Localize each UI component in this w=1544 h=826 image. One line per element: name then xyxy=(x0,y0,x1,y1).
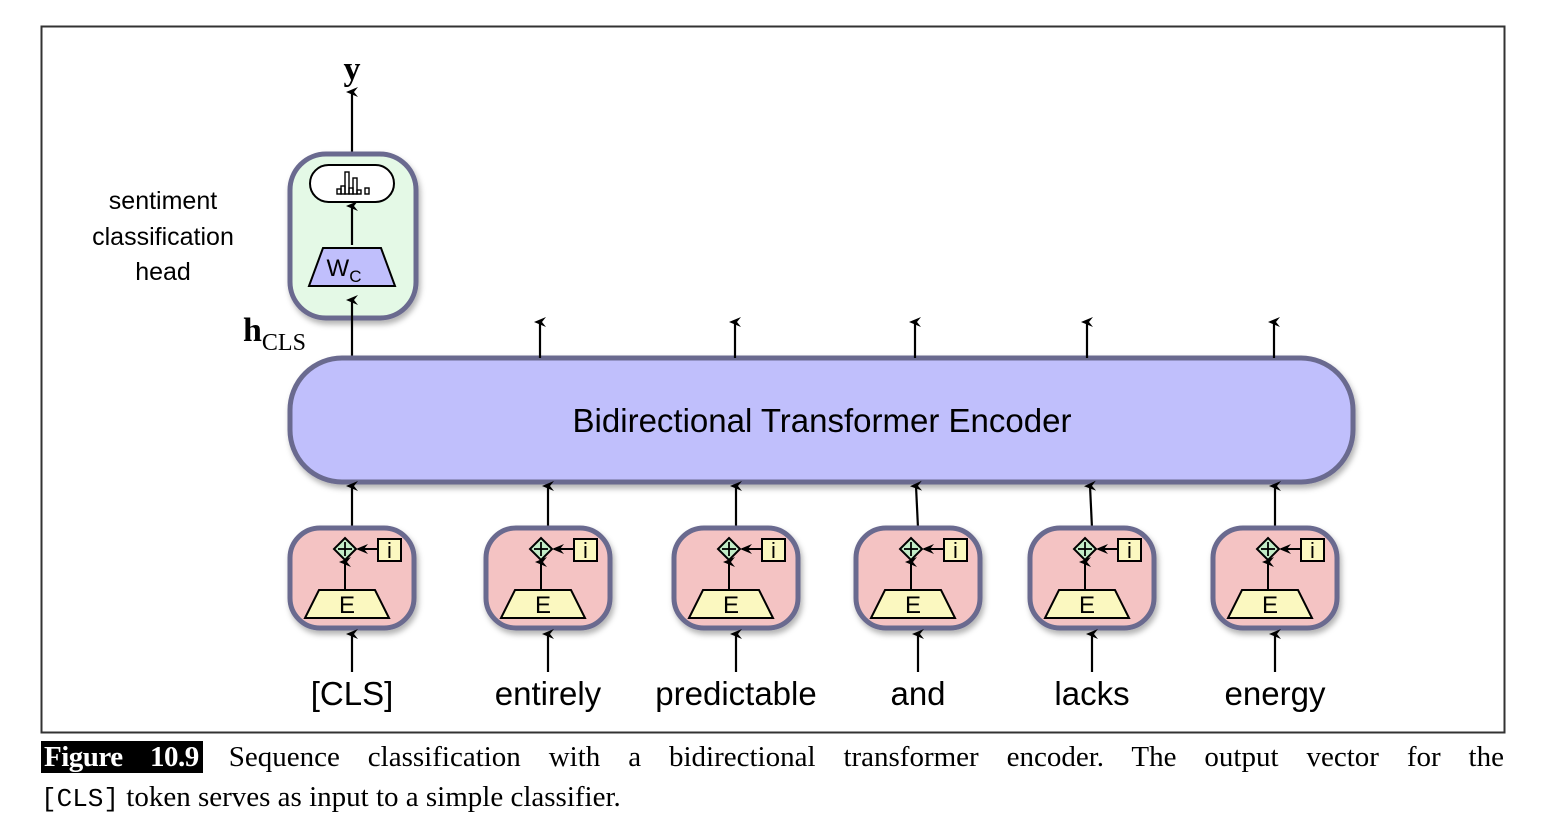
input-token: predictable xyxy=(655,675,816,712)
head-label-line-1: sentiment xyxy=(109,187,217,215)
histogram-icon xyxy=(336,171,370,195)
embedding-node xyxy=(1043,589,1131,619)
classifier-weight-node xyxy=(307,247,397,287)
caption-text-1: Sequence classification with a bidirecti… xyxy=(228,741,1504,773)
position-label: i xyxy=(387,538,392,563)
input-token: entirely xyxy=(495,675,602,712)
embedding-node xyxy=(499,589,587,619)
embedding-node xyxy=(687,589,775,619)
input-token: lacks xyxy=(1054,675,1129,712)
caption-line-2: [CLS] token serves as input to a simple … xyxy=(41,777,1504,819)
embedding-node xyxy=(869,589,957,619)
diagram-canvas: y WC sentiment classification head hCLS … xyxy=(40,25,1506,734)
embedding-label: E xyxy=(1079,592,1095,619)
caption-code-token: [CLS] xyxy=(41,784,120,814)
token-column: iE [CLS] xyxy=(287,481,417,712)
token-columns: iE[CLS]iEentirelyiEpredictableiEandiElac… xyxy=(287,317,1340,712)
input-token: and xyxy=(890,675,945,712)
figure-frame xyxy=(40,25,1506,734)
figure-number: Figure 10.9 xyxy=(41,741,203,773)
embedding-label: E xyxy=(1262,592,1278,619)
caption-text-2: token serves as input to a simple classi… xyxy=(119,781,621,813)
embedding-label: E xyxy=(535,592,551,619)
embedding-label: E xyxy=(905,592,921,619)
position-label: i xyxy=(1310,538,1315,563)
input-token: energy xyxy=(1225,675,1326,712)
embedding-to-encoder-arrow xyxy=(1084,480,1097,529)
embedding-label: E xyxy=(723,592,739,619)
position-label: i xyxy=(953,538,958,563)
classification-head: WC xyxy=(287,151,419,321)
position-label: i xyxy=(1127,538,1132,563)
embedding-node xyxy=(1226,589,1314,619)
head-label-line-2: classification xyxy=(92,223,234,251)
caption-line-1: Figure 10.9 Sequence classification with … xyxy=(41,737,1504,777)
encoder-label: Bidirectional Transformer Encoder xyxy=(573,402,1072,439)
hidden-cls-label: hCLS xyxy=(243,312,306,356)
head-label-line-3: head xyxy=(135,258,191,286)
output-label: y xyxy=(344,51,361,88)
embedding-to-encoder-arrow xyxy=(910,480,923,529)
softmax-node xyxy=(309,164,395,203)
position-label: i xyxy=(583,538,588,563)
classifier-weight-label: WC xyxy=(327,255,362,286)
encoder-box xyxy=(287,355,1356,485)
transformer-encoder: Bidirectional Transformer Encoder xyxy=(287,355,1356,485)
head-label: sentiment classification head xyxy=(92,187,234,286)
position-label: i xyxy=(771,538,776,563)
embedding-label: E xyxy=(339,592,355,619)
figure-caption: Figure 10.9 Sequence classification with … xyxy=(41,737,1504,819)
input-token: [CLS] xyxy=(311,675,394,712)
embedding-node xyxy=(303,589,391,619)
